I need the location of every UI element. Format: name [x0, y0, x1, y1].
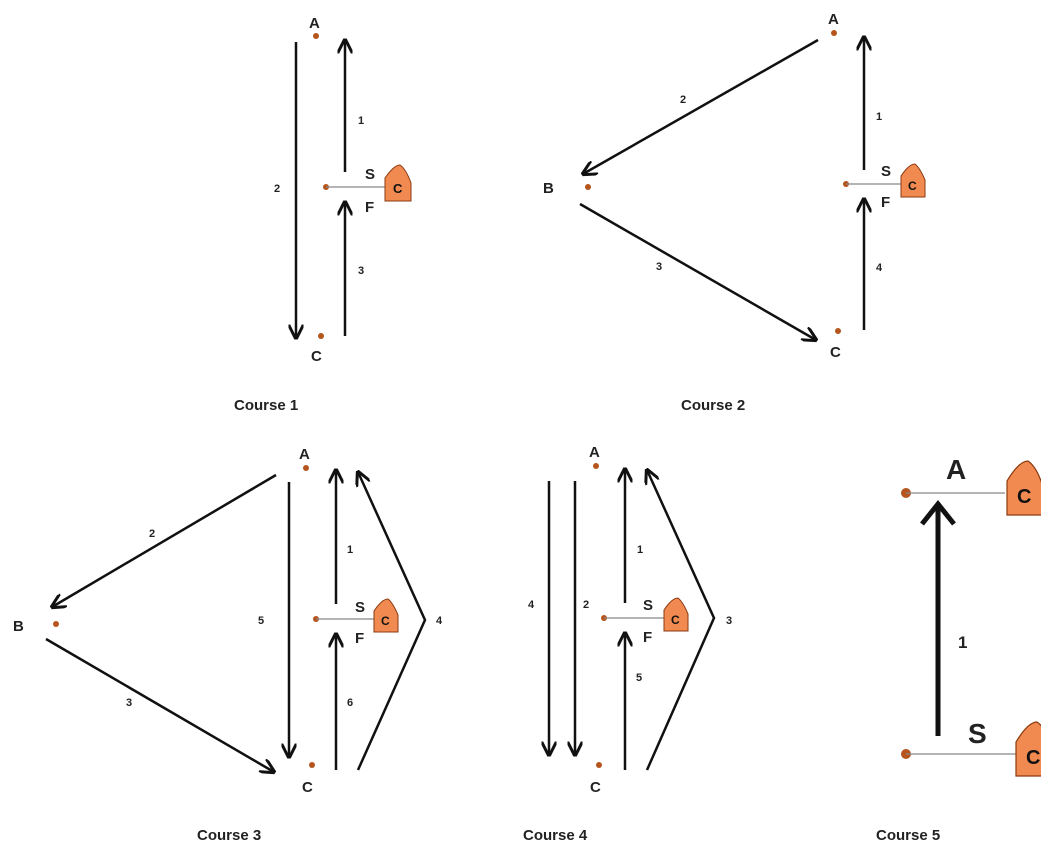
- leg-3-label: 3: [656, 261, 662, 273]
- committee-boat: C: [900, 163, 926, 198]
- leg-3-label: 3: [358, 265, 364, 277]
- leg-5-label: 5: [258, 615, 264, 627]
- leg-1-arrowhead: [920, 499, 956, 526]
- course-caption: Course 1: [234, 397, 298, 414]
- leg-3-arrow: [45, 637, 274, 772]
- course-3: A B C C S F 1 2 3 4 5 6 Course 3: [13, 446, 443, 844]
- leg-1-label: 1: [958, 633, 967, 652]
- mark-b-dot: [53, 621, 59, 627]
- mark-c-label: C: [302, 779, 313, 796]
- leg-4-label: 4: [528, 599, 535, 611]
- leg-4-label: 4: [436, 615, 443, 627]
- mark-c-dot: [596, 762, 602, 768]
- committee-boat: C: [373, 598, 399, 633]
- course-caption: Course 2: [681, 397, 745, 414]
- mark-a-dot: [593, 463, 599, 469]
- committee-boat: C: [384, 164, 412, 202]
- mark-a-label: A: [828, 11, 839, 28]
- mark-c-dot: [309, 762, 315, 768]
- course-caption: Course 4: [523, 827, 588, 844]
- course-2: A B C C S F 1 2 3 4 Course 2: [543, 11, 926, 414]
- leg-5-label: 5: [636, 672, 642, 684]
- mark-a-dot: [313, 33, 319, 39]
- committee-boat-label: C: [1017, 486, 1031, 508]
- committee-boat-label: C: [1026, 747, 1040, 769]
- course-caption: Course 3: [197, 827, 261, 844]
- leg-2-label: 2: [583, 599, 589, 611]
- leg-2-arrow: [583, 38, 819, 174]
- mark-b-dot: [585, 184, 591, 190]
- start-label: S: [881, 163, 891, 180]
- mark-a-label: A: [589, 444, 600, 461]
- mark-a-label: A: [946, 454, 966, 485]
- committee-boat: C: [663, 597, 689, 632]
- leg-2-label: 2: [149, 528, 155, 540]
- course-4: A C C S F 1 2 3 4 5 Course 4: [523, 444, 732, 844]
- mark-a-dot: [303, 465, 309, 471]
- committee-boat-top: C: [1006, 460, 1041, 516]
- leg-3-arrow: [579, 202, 816, 340]
- committee-boat-bottom: C: [1015, 721, 1041, 777]
- mark-b-label: B: [13, 618, 24, 635]
- committee-boat-label: C: [908, 179, 917, 193]
- start-label: S: [643, 597, 653, 614]
- start-label: S: [968, 718, 987, 749]
- mark-c-dot: [835, 328, 841, 334]
- leg-1-label: 1: [876, 111, 882, 123]
- course-5: A C S C 1 Course 5: [876, 454, 1041, 844]
- leg-1-label: 1: [637, 544, 643, 556]
- start-label: S: [355, 599, 365, 616]
- leg-4-label: 4: [876, 262, 883, 274]
- leg-3-label: 3: [126, 697, 132, 709]
- finish-label: F: [365, 199, 374, 216]
- leg-3-arrow: [647, 470, 716, 771]
- mark-a-label: A: [299, 446, 310, 463]
- course-caption: Course 5: [876, 827, 940, 844]
- finish-label: F: [881, 194, 890, 211]
- mark-a-dot: [831, 30, 837, 36]
- finish-label: F: [355, 630, 364, 647]
- leg-2-arrow: [52, 473, 277, 607]
- mark-a-label: A: [309, 15, 320, 32]
- mark-c-label: C: [311, 348, 322, 365]
- committee-boat-label: C: [393, 181, 403, 196]
- finish-label: F: [643, 629, 652, 646]
- mark-b-label: B: [543, 180, 554, 197]
- committee-boat-label: C: [381, 614, 390, 628]
- leg-6-label: 6: [347, 697, 353, 709]
- leg-1-label: 1: [358, 115, 364, 127]
- start-label: S: [365, 166, 375, 183]
- committee-boat-label: C: [671, 613, 680, 627]
- mark-c-label: C: [590, 779, 601, 796]
- leg-2-label: 2: [274, 183, 280, 195]
- mark-c-dot: [318, 333, 324, 339]
- leg-4-arrow: [358, 472, 427, 771]
- leg-2-label: 2: [680, 94, 686, 106]
- leg-1-label: 1: [347, 544, 353, 556]
- leg-3-label: 3: [726, 615, 732, 627]
- mark-c-label: C: [830, 344, 841, 361]
- course-1: A C C S F 1 2 3 Course 1: [234, 15, 412, 414]
